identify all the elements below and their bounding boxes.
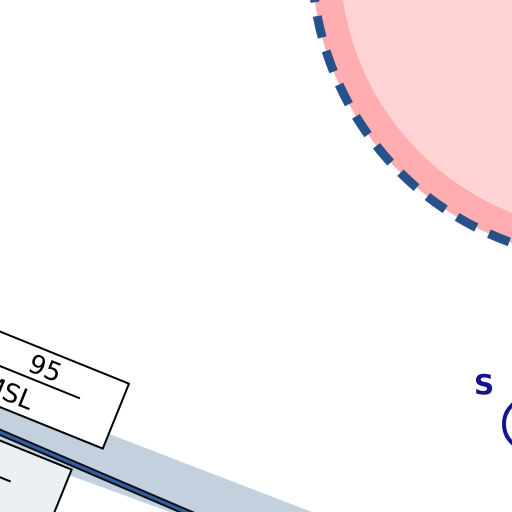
symbol-marker: S (474, 368, 512, 446)
altitude-box-secondary (0, 419, 73, 512)
altitude-divider (0, 357, 81, 400)
airway-centerline (0, 430, 190, 512)
altitude-box-secondary-frame (0, 419, 73, 512)
altitude-box: 95 MSL (0, 327, 131, 450)
airspace-inner-fill (343, 0, 512, 213)
symbol-letter: S (474, 368, 494, 401)
altitude-box-frame (0, 327, 131, 450)
symbol-circle (502, 402, 512, 446)
airspace-area (310, 0, 512, 248)
